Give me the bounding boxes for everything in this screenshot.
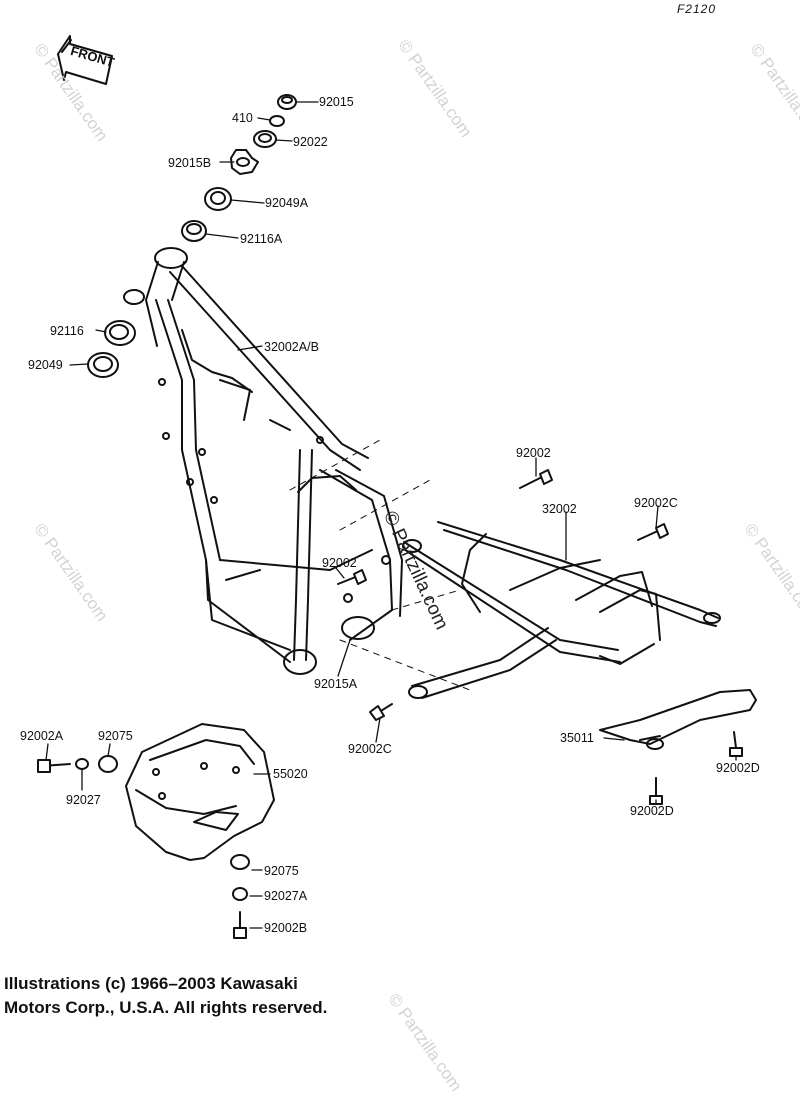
part-label-35011[interactable]: 35011: [560, 731, 594, 745]
copyright-line-2: Motors Corp., U.S.A. All rights reserved…: [4, 998, 328, 1017]
part-label-92002c-right[interactable]: 92002C: [634, 496, 678, 510]
part-label-32002ab[interactable]: 32002A/B: [264, 340, 319, 354]
copyright-line-1: Illustrations (c) 1966–2003 Kawasaki: [4, 974, 298, 993]
part-label-92002c-bottom[interactable]: 92002C: [348, 742, 392, 756]
part-label-92027a[interactable]: 92027A: [264, 889, 308, 903]
part-label-55020[interactable]: 55020: [273, 767, 308, 781]
main-frame: [123, 247, 403, 675]
part-label-92116a[interactable]: 92116A: [240, 232, 283, 246]
part-label-92116[interactable]: 92116: [50, 324, 84, 338]
part-label-92015a[interactable]: 92015A: [314, 677, 358, 691]
part-label-92027[interactable]: 92027: [66, 793, 101, 807]
rear-sub-frame: [402, 521, 721, 699]
part-label-92002-top[interactable]: 92002: [516, 446, 551, 460]
frame-exploded-diagram: [37, 35, 757, 939]
part-label-92049[interactable]: 92049: [28, 358, 63, 372]
part-label-92015[interactable]: 92015: [319, 95, 354, 109]
part-label-92075-top[interactable]: 92075: [98, 729, 133, 743]
figure-reference: F2120: [676, 2, 716, 16]
bolts: [37, 469, 743, 939]
part-label-92002d-bottom[interactable]: 92002D: [630, 804, 674, 818]
part-label-410[interactable]: 410: [232, 111, 253, 125]
part-label-92015b[interactable]: 92015B: [168, 156, 212, 170]
part-label-92002b[interactable]: 92002B: [264, 921, 308, 935]
part-label-92022[interactable]: 92022: [293, 135, 328, 149]
front-arrow-icon: [57, 35, 113, 85]
part-label-92002d-right[interactable]: 92002D: [716, 761, 760, 775]
chain-guard-35011: [599, 689, 757, 750]
part-label-92002-mid[interactable]: 92002: [322, 556, 357, 570]
part-label-92049a[interactable]: 92049A: [265, 196, 309, 210]
part-label-32002[interactable]: 32002: [542, 502, 577, 516]
part-label-92002a[interactable]: 92002A: [20, 729, 64, 743]
part-label-92075-bottom[interactable]: 92075: [264, 864, 299, 878]
copyright-notice: Illustrations (c) 1966–2003 Kawasaki Mot…: [4, 972, 327, 1020]
skid-plate-55020: [125, 723, 275, 861]
steering-stack: [87, 94, 297, 378]
